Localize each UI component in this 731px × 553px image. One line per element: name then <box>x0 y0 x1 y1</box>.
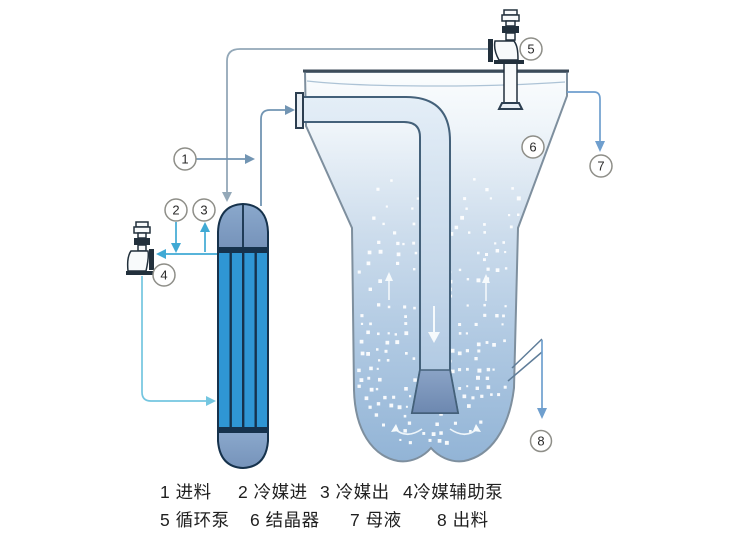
upflow-arrow-left-icon <box>385 272 393 300</box>
feed-nozzle-flange <box>295 92 304 129</box>
swirl-arrow-right-icon <box>449 424 481 436</box>
coolant-in-line <box>171 222 181 253</box>
pump5-motor-mid <box>505 20 516 27</box>
pump4-motor-mid <box>137 232 147 239</box>
upflow-arrow-right-icon <box>482 274 490 301</box>
legend-item-circulation-pump: 5 循环泵 <box>160 510 230 530</box>
circulation-return-line <box>222 48 488 202</box>
swirl-arrow-left-icon <box>391 424 423 436</box>
pump4-motor-dark-band <box>134 238 150 245</box>
riser-line <box>260 105 295 206</box>
legend-item-mother-liquor: 7 母液 <box>350 510 402 530</box>
pump5-foot-flange <box>497 102 524 110</box>
discharge-line <box>507 338 547 419</box>
svg-text:2: 2 <box>172 203 179 218</box>
pump4-suction-flange <box>149 249 154 270</box>
legend-item-feed: 1 进料 <box>160 482 212 502</box>
svg-text:6: 6 <box>529 140 536 155</box>
svg-text:1: 1 <box>181 152 188 167</box>
pump5-base-plate <box>494 60 524 64</box>
pump5-motor-neck <box>505 32 516 41</box>
pump4-motor-neck <box>137 244 147 252</box>
callout-3: 3 <box>192 198 216 222</box>
coolant-out-line <box>200 222 210 252</box>
svg-text:8: 8 <box>537 434 544 449</box>
legend-item-coolant-aux-pump: 4冷媒辅助泵 <box>403 482 503 502</box>
pump4-motor-band <box>133 226 151 234</box>
heat-exchanger-column <box>217 202 269 470</box>
callout-8: 8 <box>529 429 553 453</box>
callout-2: 2 <box>164 198 188 222</box>
legend-item-discharge: 8 出料 <box>437 510 489 530</box>
draft-tube-bell <box>411 369 459 414</box>
callout-6: 6 <box>521 135 545 159</box>
callout-4: 4 <box>152 263 176 287</box>
coolant-supply-line <box>141 276 216 406</box>
legend-item-coolant-in: 2 冷媒进 <box>238 482 308 502</box>
crystallizer-vessel <box>295 69 569 463</box>
coolant-auxiliary-pump <box>126 221 156 275</box>
svg-text:4: 4 <box>160 268 167 283</box>
coolant-header-line <box>156 249 218 259</box>
pump5-motor-band <box>501 14 520 22</box>
feed-line <box>196 154 255 164</box>
callout-7: 7 <box>589 154 613 178</box>
pump5-standpipe <box>503 61 518 104</box>
legend-item-coolant-out: 3 冷媒出 <box>320 482 390 502</box>
pump5-discharge-flange <box>488 39 493 62</box>
callout-5: 5 <box>519 37 543 61</box>
column-bottom-tubesheet <box>217 428 269 432</box>
column-top-tubesheet <box>217 248 269 252</box>
pump4-base-plate <box>126 271 156 275</box>
pump4-elbow-casing <box>126 250 150 272</box>
callout-1: 1 <box>173 147 197 171</box>
pump5-elbow-casing <box>493 40 519 61</box>
column-tube-lines <box>229 252 257 428</box>
circulation-pump <box>488 9 524 110</box>
downflow-arrow-icon <box>428 306 440 343</box>
pump5-motor-dark-band <box>502 26 519 33</box>
liquid-level-line <box>306 80 566 87</box>
legend: 1 进料 2 冷媒进 3 冷媒出 4冷媒辅助泵 5 循环泵 6 结晶器 7 母液… <box>160 482 503 530</box>
legend-item-crystallizer: 6 结晶器 <box>250 510 320 530</box>
column-bottom-dome <box>217 431 269 470</box>
svg-text:7: 7 <box>597 159 604 174</box>
mother-liquor-line <box>567 91 605 152</box>
svg-text:5: 5 <box>527 42 534 57</box>
svg-text:3: 3 <box>200 203 207 218</box>
